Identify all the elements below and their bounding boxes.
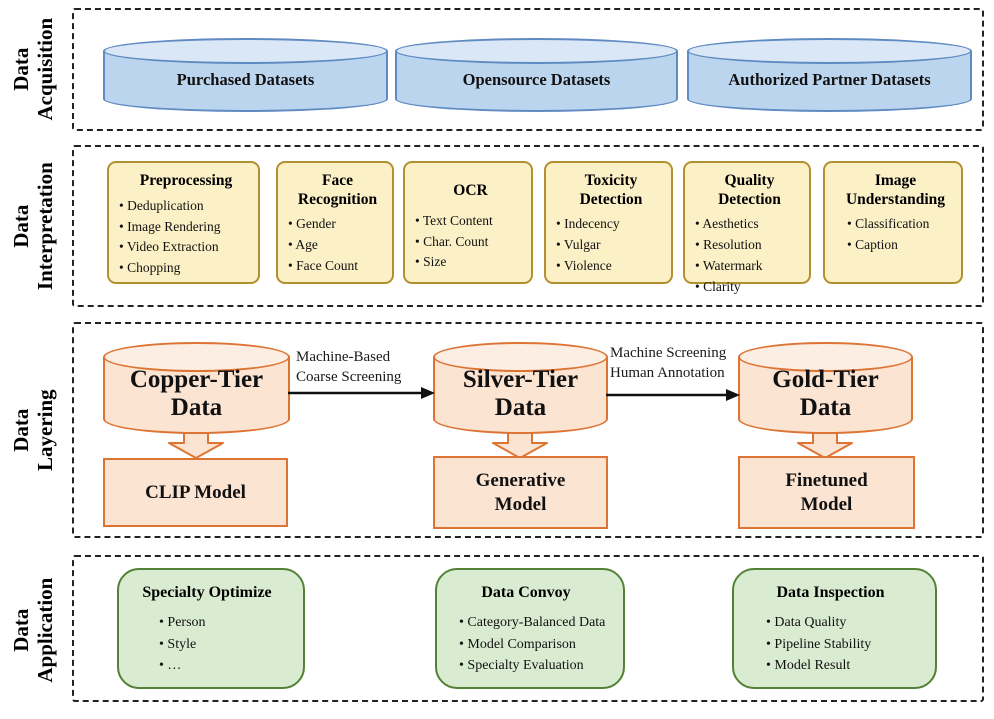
- module-item: Face Count: [288, 256, 387, 277]
- down-arrow-icon: [168, 432, 224, 459]
- section-frame-data-application: [72, 555, 984, 702]
- module-ocr: OCR Text Content Char. Count Size: [403, 161, 533, 284]
- cylinder-opensource-datasets: Opensource Datasets: [395, 38, 678, 112]
- model-box-finetuned: Finetuned Model: [738, 456, 915, 529]
- section-frame-data-acquisition: [72, 8, 984, 131]
- cylinder-top-ellipse: [687, 38, 972, 64]
- module-item: Clarity: [695, 277, 804, 298]
- module-item: Specialty Evaluation: [459, 655, 615, 677]
- module-item: Video Extraction: [119, 237, 253, 258]
- cylinder-authorized-partner-datasets: Authorized Partner Datasets: [687, 38, 972, 112]
- module-toxicity-detection: Toxicity Detection Indecency Vulgar Viol…: [544, 161, 673, 284]
- module-title: Specialty Optimize: [142, 584, 272, 601]
- cylinder-top-ellipse: [103, 342, 290, 372]
- module-item: Image Rendering: [119, 217, 253, 238]
- module-item-list: Classification Caption: [835, 214, 956, 256]
- cylinder-purchased-datasets: Purchased Datasets: [103, 38, 388, 112]
- cylinder-label: Silver-Tier Data: [462, 366, 579, 421]
- module-item-list: Aesthetics Resolution Watermark Clarity: [695, 214, 804, 298]
- transition-label-coarse-screening: Machine-Based Coarse Screening: [296, 349, 402, 385]
- module-item-list: Person Style …: [119, 612, 295, 677]
- module-item: Size: [415, 252, 526, 273]
- module-item: Indecency: [556, 214, 666, 235]
- module-item: Gender: [288, 214, 387, 235]
- flow-arrow-silver-to-gold: [606, 389, 740, 401]
- cylinder-label: Authorized Partner Datasets: [728, 70, 931, 89]
- cylinder-copper-tier-data: Copper-Tier Data: [103, 342, 290, 434]
- module-title: Data Convoy: [481, 584, 571, 601]
- module-item: Resolution: [695, 235, 804, 256]
- module-item: Person: [159, 612, 295, 634]
- module-item: Age: [288, 235, 387, 256]
- module-face-recognition: Face Recognition Gender Age Face Count: [276, 161, 394, 284]
- section-label-data-application: Data Application: [8, 577, 57, 683]
- module-image-understanding: Image Understanding Classification Capti…: [823, 161, 963, 284]
- module-item-list: Text Content Char. Count Size: [415, 211, 526, 274]
- section-frame-data-layering: [72, 322, 984, 538]
- module-item: Model Comparison: [459, 634, 615, 656]
- module-item: Deduplication: [119, 196, 253, 217]
- module-item: Aesthetics: [695, 214, 804, 235]
- module-specialty-optimize: Specialty Optimize Person Style …: [117, 568, 305, 689]
- module-item: Pipeline Stability: [766, 634, 927, 656]
- module-item: Text Content: [415, 211, 526, 232]
- module-item: Category-Balanced Data: [459, 612, 615, 634]
- cylinder-top-ellipse: [395, 38, 678, 64]
- cylinder-top-ellipse: [433, 342, 608, 372]
- module-item: Caption: [847, 235, 956, 256]
- module-item: Style: [159, 634, 295, 656]
- module-title: Face Recognition: [297, 172, 378, 208]
- section-label-data-layering: Data Layering: [8, 389, 57, 471]
- module-item: Model Result: [766, 655, 927, 677]
- module-item-list: Gender Age Face Count: [288, 214, 387, 277]
- module-item: Char. Count: [415, 232, 526, 253]
- transition-label-human-annotation: Machine Screening Human Annotation: [610, 345, 727, 381]
- module-preprocessing: Preprocessing Deduplication Image Render…: [107, 161, 260, 284]
- module-title: Toxicity Detection: [579, 172, 643, 208]
- cylinder-silver-tier-data: Silver-Tier Data: [433, 342, 608, 434]
- module-title: Data Inspection: [776, 584, 885, 601]
- module-item-list: Category-Balanced Data Model Comparison …: [437, 612, 615, 677]
- module-title: Preprocessing: [139, 172, 233, 189]
- module-data-convoy: Data Convoy Category-Balanced Data Model…: [435, 568, 625, 689]
- cylinder-label: Purchased Datasets: [176, 70, 315, 89]
- section-frame-data-interpretation: [72, 145, 984, 307]
- module-item-list: Data Quality Pipeline Stability Model Re…: [734, 612, 927, 677]
- cylinder-gold-tier-data: Gold-Tier Data: [738, 342, 913, 434]
- module-title: Image Understanding: [845, 172, 946, 208]
- module-item: Watermark: [695, 256, 804, 277]
- section-label-data-interpretation: Data Interpretation: [8, 162, 57, 291]
- model-box-generative: Generative Model: [433, 456, 608, 529]
- module-item: Vulgar: [556, 235, 666, 256]
- cylinder-label: Gold-Tier Data: [772, 366, 879, 421]
- module-data-inspection: Data Inspection Data Quality Pipeline St…: [732, 568, 937, 689]
- module-item: Chopping: [119, 258, 253, 279]
- cylinder-body: [687, 51, 972, 112]
- down-arrow-icon: [797, 432, 853, 459]
- module-item-list: Indecency Vulgar Violence: [556, 214, 666, 277]
- cylinder-top-ellipse: [103, 38, 388, 64]
- module-quality-detection: Quality Detection Aesthetics Resolution …: [683, 161, 811, 294]
- module-item: Data Quality: [766, 612, 927, 634]
- cylinder-top-ellipse: [738, 342, 913, 372]
- module-item-list: Deduplication Image Rendering Video Extr…: [119, 196, 253, 280]
- module-item: …: [159, 655, 295, 677]
- module-item: Classification: [847, 214, 956, 235]
- module-title: OCR: [453, 182, 488, 199]
- flow-arrow-copper-to-silver: [288, 387, 435, 399]
- down-arrow-icon: [492, 432, 548, 459]
- module-title: Quality Detection: [718, 172, 781, 208]
- cylinder-label: Copper-Tier Data: [129, 366, 264, 421]
- cylinder-label: Opensource Datasets: [462, 70, 611, 89]
- module-item: Violence: [556, 256, 666, 277]
- model-box-clip: CLIP Model: [103, 458, 288, 527]
